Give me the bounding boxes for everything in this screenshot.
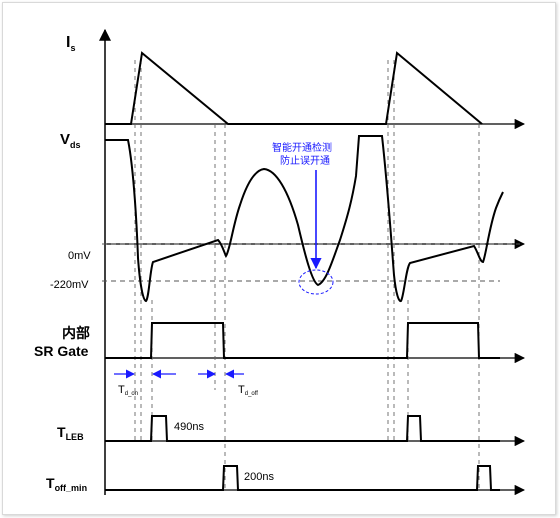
is-label: Is bbox=[66, 34, 75, 53]
vds-label: Vds bbox=[60, 131, 81, 150]
zero-mv-label: 0mV bbox=[68, 250, 91, 262]
sr-gate-label-line2: SR Gate bbox=[34, 343, 89, 359]
tleb-waveform bbox=[105, 415, 500, 442]
td-off-label: Td_off bbox=[238, 384, 258, 397]
tleb-label: TLEB bbox=[57, 424, 84, 442]
diagram-frame bbox=[2, 2, 556, 515]
toff-waveform bbox=[105, 465, 500, 491]
sr-gate-label-line1: 内部 bbox=[62, 325, 90, 341]
neg220-label: -220mV bbox=[50, 279, 89, 291]
valley-highlight bbox=[298, 269, 334, 295]
td-on-label: Td_on bbox=[118, 384, 138, 397]
toff-min-label: Toff_min bbox=[46, 475, 87, 493]
toff-time-label: 200ns bbox=[244, 471, 274, 483]
annotation-line1: 智能开通检测 bbox=[272, 141, 332, 154]
sr-gate-waveform bbox=[105, 322, 500, 359]
annotation-line2: 防止误开通 bbox=[280, 154, 330, 167]
leb-time-label: 490ns bbox=[174, 421, 204, 433]
timing-guides bbox=[134, 60, 480, 490]
vds-waveform bbox=[105, 135, 504, 303]
is-waveform bbox=[105, 51, 483, 125]
